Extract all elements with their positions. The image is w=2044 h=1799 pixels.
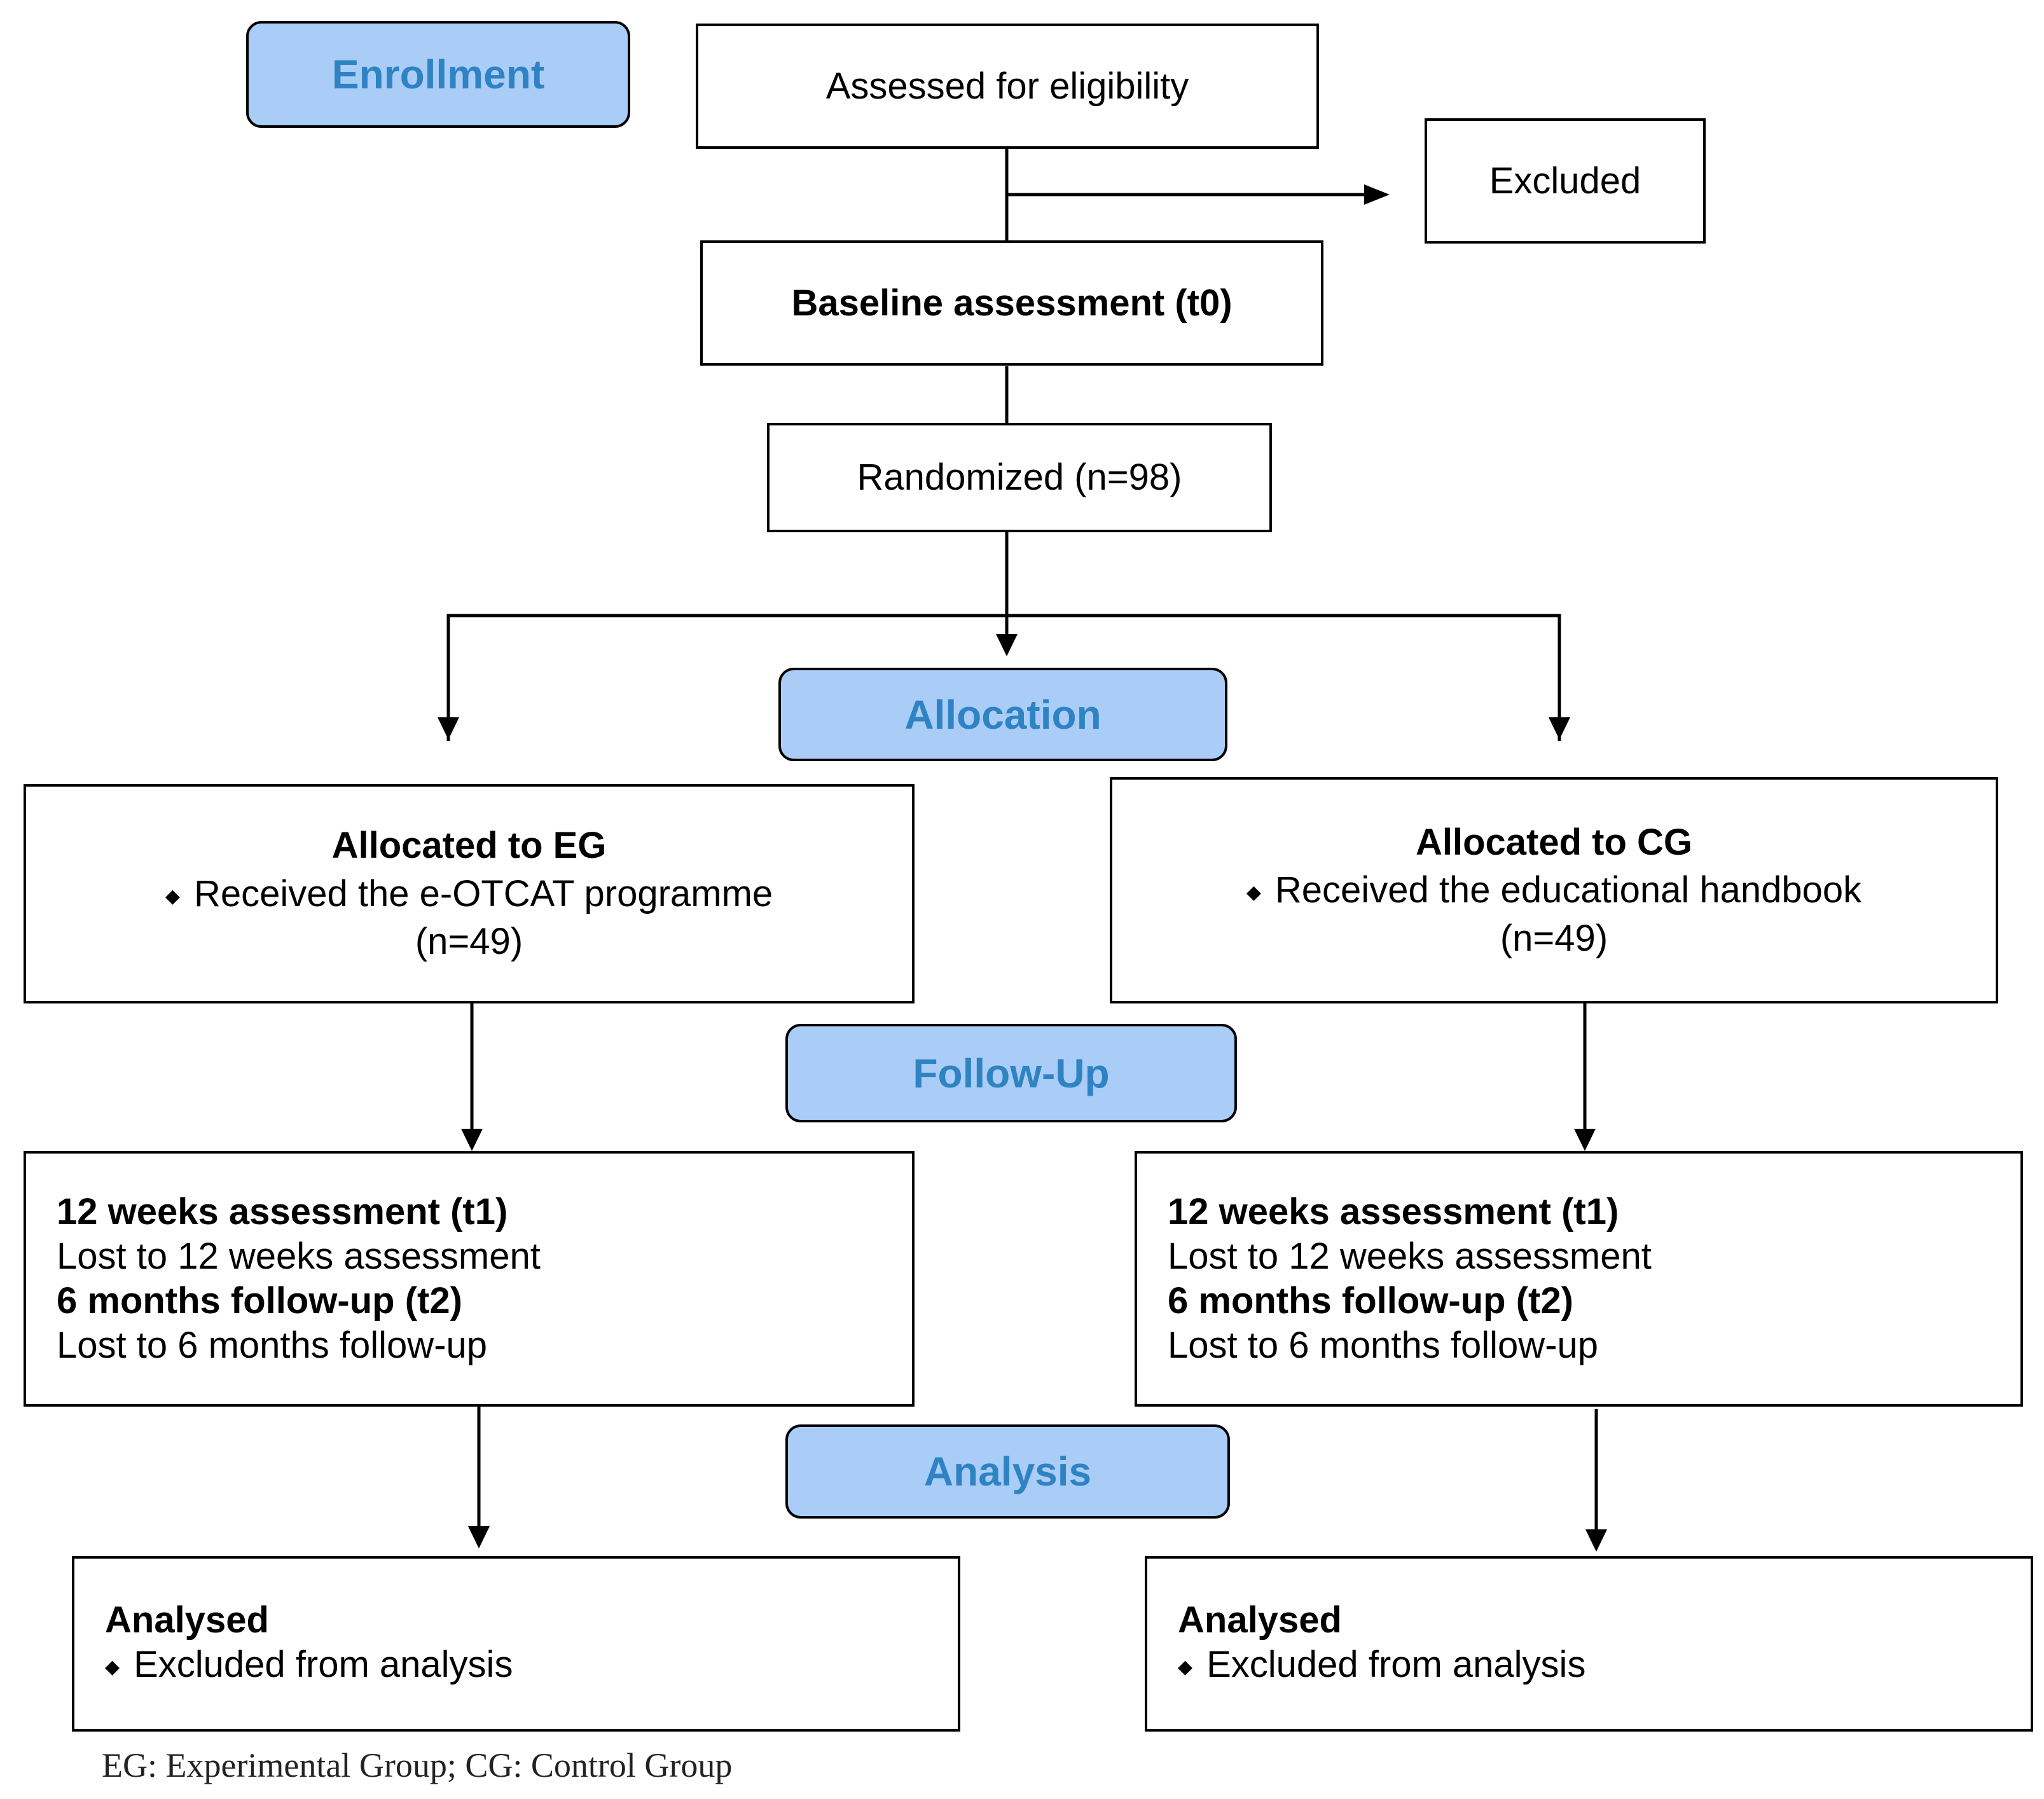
cg-allocated-item-text: Received the educational handbook [1274, 869, 1862, 911]
stage-enrollment: Enrollment [246, 21, 630, 128]
cg-analysed-title: Analysed [1178, 1599, 1342, 1641]
cg-analysed-item-text: Excluded from analysis [1206, 1644, 1586, 1686]
bullet-icon: ◆ [1246, 882, 1261, 904]
arrow-cg-analysis [1585, 1529, 1607, 1552]
assessed-label: Assessed for eligibility [825, 65, 1189, 107]
eg-analysed-item: ◆ Excluded from analysis [105, 1643, 958, 1690]
arrow-cg-followup [1574, 1129, 1596, 1151]
bullet-icon: ◆ [105, 1656, 120, 1678]
connector-split [446, 614, 1561, 741]
cg-allocated-n: (n=49) [1500, 917, 1608, 959]
eg-allocated-item: ◆ Received the e-OTCAT programme [165, 870, 773, 918]
eg-analysed-title: Analysed [105, 1599, 269, 1641]
eg-analysed-item-text: Excluded from analysis [134, 1644, 513, 1686]
bullet-icon: ◆ [165, 885, 180, 907]
eg-followup-box: 12 weeks assessment (t1) Lost to 12 week… [24, 1151, 915, 1407]
eg-analysis-box: Analysed ◆ Excluded from analysis [72, 1556, 960, 1732]
bullet-icon: ◆ [1178, 1656, 1193, 1678]
excluded-box: Excluded [1425, 118, 1706, 244]
stage-enrollment-label: Enrollment [331, 52, 545, 97]
randomized-label: Randomized (n=98) [857, 457, 1182, 499]
eg-allocated-title: Allocated to EG [331, 825, 607, 867]
randomized-box: Randomized (n=98) [767, 423, 1272, 532]
eg-allocated-item-text: Received the e-OTCAT programme [194, 872, 773, 914]
stage-allocation: Allocation [778, 668, 1227, 761]
stage-analysis: Analysis [785, 1424, 1230, 1519]
baseline-box: Baseline assessment (t0) [700, 240, 1323, 366]
baseline-label: Baseline assessment (t0) [791, 282, 1233, 324]
cg-allocated-title: Allocated to CG [1415, 821, 1693, 863]
arrow-excluded [1364, 184, 1390, 205]
cg-followup-t2: 6 months follow-up (t2) [1168, 1280, 1573, 1321]
stage-allocation-label: Allocation [904, 691, 1101, 738]
cg-analysed-item: ◆ Excluded from analysis [1178, 1643, 2031, 1690]
cg-followup-lost-t1: Lost to 12 weeks assessment [1168, 1236, 1652, 1277]
eg-followup-t1: 12 weeks assessment (t1) [57, 1191, 508, 1232]
cg-analysis-box: Analysed ◆ Excluded from analysis [1145, 1556, 2033, 1732]
arrow-cg-allocated [1549, 717, 1570, 740]
arrow-eg-followup [461, 1129, 483, 1151]
assessed-box: Assessed for eligibility [696, 24, 1319, 149]
arrow-eg-allocated [438, 717, 459, 740]
eg-allocated-box: Allocated to EG ◆ Received the e-OTCAT pr… [24, 784, 915, 1003]
arrow-allocation-center [996, 634, 1018, 656]
stage-follow-up-label: Follow-Up [913, 1050, 1110, 1096]
cg-allocated-box: Allocated to CG ◆ Received the educationa… [1110, 777, 1998, 1003]
cg-allocated-item: ◆ Received the educational handbook [1246, 866, 1861, 914]
excluded-label: Excluded [1489, 160, 1641, 202]
stage-follow-up: Follow-Up [785, 1024, 1237, 1122]
eg-followup-t2: 6 months follow-up (t2) [57, 1280, 462, 1321]
cg-followup-box: 12 weeks assessment (t1) Lost to 12 week… [1135, 1151, 2023, 1407]
eg-allocated-n: (n=49) [415, 921, 523, 963]
eg-followup-lost-t1: Lost to 12 weeks assessment [57, 1236, 541, 1277]
footnote: EG: Experimental Group; CG: Control Grou… [102, 1746, 733, 1784]
arrow-eg-analysis [468, 1526, 490, 1548]
cg-followup-t1: 12 weeks assessment (t1) [1168, 1191, 1619, 1232]
eg-followup-lost-t2: Lost to 6 months follow-up [57, 1325, 488, 1366]
cg-followup-lost-t2: Lost to 6 months follow-up [1168, 1325, 1599, 1366]
stage-analysis-label: Analysis [923, 1449, 1092, 1494]
